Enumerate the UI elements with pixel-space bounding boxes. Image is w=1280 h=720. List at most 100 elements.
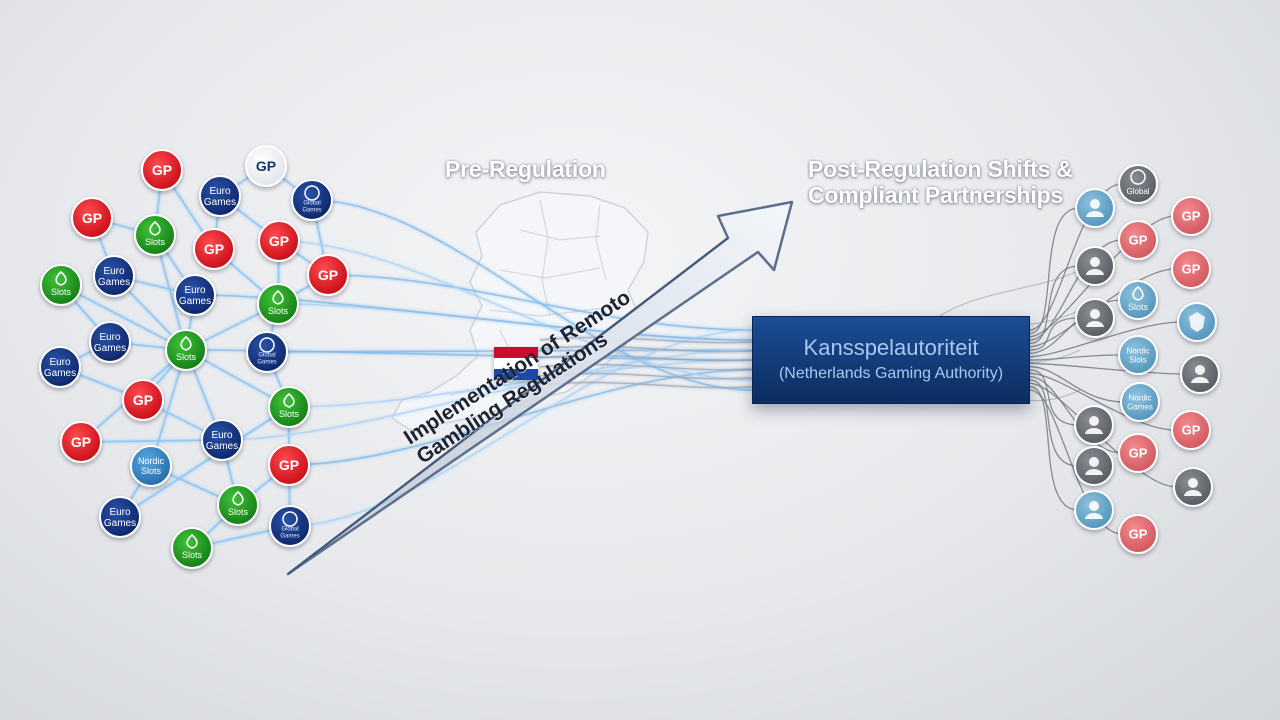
node-label: GP (1129, 233, 1148, 248)
node-label: GP (1182, 209, 1201, 224)
authority-title: Kansspelautoriteit (803, 335, 979, 360)
clover-icon (186, 533, 198, 549)
user-icon (1089, 416, 1099, 426)
node-label: GP (269, 233, 289, 249)
globe-icon (304, 185, 320, 201)
partner-logo-circle (1118, 335, 1158, 375)
clover-icon (149, 220, 161, 236)
compliance-link (1029, 207, 1080, 334)
node-label: GP (1182, 423, 1201, 438)
node-label: Slots (1128, 302, 1149, 312)
node-label: GP (318, 267, 338, 283)
partner-node-p5 (1075, 246, 1115, 286)
fiber-link (539, 345, 753, 353)
compliance-link (1029, 239, 1123, 341)
operator-logo-circle (93, 255, 135, 297)
network-link (119, 406, 290, 518)
node-label: GP (204, 241, 224, 257)
node-label: Slots (279, 409, 300, 419)
partner-node-p15: GP (1118, 433, 1158, 473)
operator-node-n6: Slots (134, 214, 176, 256)
fiber-link (539, 354, 753, 362)
user-icon-body (1086, 321, 1104, 327)
operator-logo-circle (245, 145, 287, 187)
partner-node-p4: GP (1118, 220, 1158, 260)
post-regulation-heading: Post-Regulation Shifts & Compliant Partn… (808, 156, 1073, 208)
partner-logo-circle (1118, 433, 1158, 473)
operator-node-n7: GP (193, 228, 235, 270)
partner-node-p13 (1074, 405, 1114, 445)
fiber-flow-lines (185, 199, 753, 527)
operator-logo-circle (199, 175, 241, 217)
node-label: GP (133, 392, 153, 408)
partner-node-p6: GP (1171, 249, 1211, 289)
operator-logo-circle (39, 346, 81, 388)
node-label: Slots (182, 550, 203, 560)
partner-logo-circle (1120, 382, 1160, 422)
compliance-link (1029, 369, 1079, 426)
authority-box: Kansspelautoriteit (Netherlands Gaming A… (752, 316, 1030, 404)
node-label: Slots (51, 287, 72, 297)
partner-logo-circle (1118, 220, 1158, 260)
partner-node-p9 (1177, 302, 1217, 342)
network-link (60, 284, 187, 351)
node-label: Global (1126, 187, 1149, 196)
operator-logo-circle (122, 379, 164, 421)
fiber-link (311, 199, 753, 391)
operator-node-n23: GP (268, 444, 310, 486)
operator-node-n10: Slots (40, 264, 82, 306)
fiber-link (539, 336, 753, 344)
netherlands-flag-icon (494, 347, 538, 380)
operator-logo-circle (60, 421, 102, 463)
node-label: GP (1129, 446, 1148, 461)
clover-icon (272, 289, 284, 305)
compliance-link (1029, 317, 1080, 351)
regulation-arrow (286, 200, 794, 576)
clover-icon (55, 270, 67, 286)
node-label: GP (71, 434, 91, 450)
partner-node-p18 (1074, 490, 1114, 530)
globe-icon (282, 511, 298, 527)
user-icon-body (1184, 490, 1202, 496)
user-icon-body (1086, 211, 1104, 217)
operator-logo-circle (99, 496, 141, 538)
compliance-link (939, 269, 1081, 317)
operator-logo-circle (258, 220, 300, 262)
node-label: GP (256, 158, 276, 174)
operator-logo-circle (71, 197, 113, 239)
partner-node-p14: GP (1171, 410, 1211, 450)
operator-node-n13: Slots (257, 283, 299, 325)
operator-node-n2: GP (245, 145, 287, 187)
user-icon (1090, 199, 1100, 209)
partner-node-p17 (1173, 467, 1213, 507)
operator-node-n8: GP (258, 220, 300, 262)
user-icon (1089, 457, 1099, 467)
operator-logo-circle (130, 445, 172, 487)
node-label: Slots (268, 306, 289, 316)
operator-node-n24: Slots (217, 484, 259, 526)
node-label: Slots (145, 237, 166, 247)
partner-logo-circle (1171, 196, 1211, 236)
globe-icon (259, 337, 275, 353)
partner-node-p7 (1075, 298, 1115, 338)
user-icon (1188, 478, 1198, 488)
node-label: GP (1182, 262, 1201, 277)
user-icon-body (1085, 469, 1103, 475)
partner-node-p8: Slots (1118, 280, 1158, 320)
